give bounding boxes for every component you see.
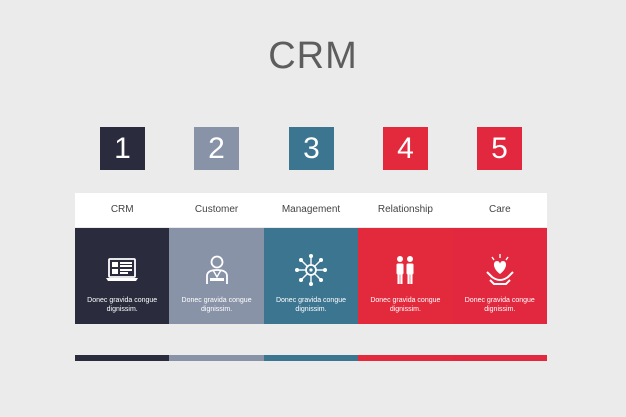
laptop-dashboard-icon (106, 258, 139, 281)
page-title: CRM (268, 35, 358, 77)
step-label-4: Relationship (377, 204, 433, 215)
heart-hands-icon (486, 254, 514, 285)
bottom-bar-5 (452, 355, 547, 361)
bottom-bar-4 (358, 355, 453, 361)
step-desc-4: Donec gravida congue dignissim. (370, 297, 441, 313)
step-number-4: 4 (383, 127, 428, 170)
step-number-5: 5 (477, 127, 522, 170)
customer-person-icon (205, 255, 228, 284)
step-panel-5: Donec gravida congue dignissim. (452, 228, 547, 324)
bottom-bar-3 (263, 355, 359, 361)
step-label-1: CRM (110, 204, 134, 215)
step-desc-3: Donec gravida congue dignissim. (275, 297, 347, 313)
bottom-bar-1 (75, 355, 170, 361)
step-desc-5: Donec gravida congue dignissim. (464, 297, 535, 313)
step-desc-2: Donec gravida congue dignissim. (181, 297, 252, 313)
bottom-bar-2 (169, 355, 264, 361)
step-number-2: 2 (194, 127, 239, 170)
label-row: CRM Customer Management Relationship Car… (75, 193, 547, 227)
step-panel-3: Donec gravida congue dignissim. (263, 228, 359, 324)
step-label-3: Management (281, 204, 341, 215)
step-label-5: Care (488, 204, 511, 215)
step-number-3: 3 (289, 127, 334, 170)
step-panel-4: Donec gravida congue dignissim. (358, 228, 453, 324)
step-desc-1: Donec gravida congue dignissim. (87, 297, 158, 313)
two-people-icon (396, 256, 414, 284)
step-panel-2: Donec gravida congue dignissim. (169, 228, 264, 324)
step-number-1: 1 (100, 127, 145, 170)
step-panel-1: Donec gravida congue dignissim. (75, 228, 170, 324)
step-label-2: Customer (194, 204, 239, 215)
network-gear-icon (294, 254, 327, 286)
